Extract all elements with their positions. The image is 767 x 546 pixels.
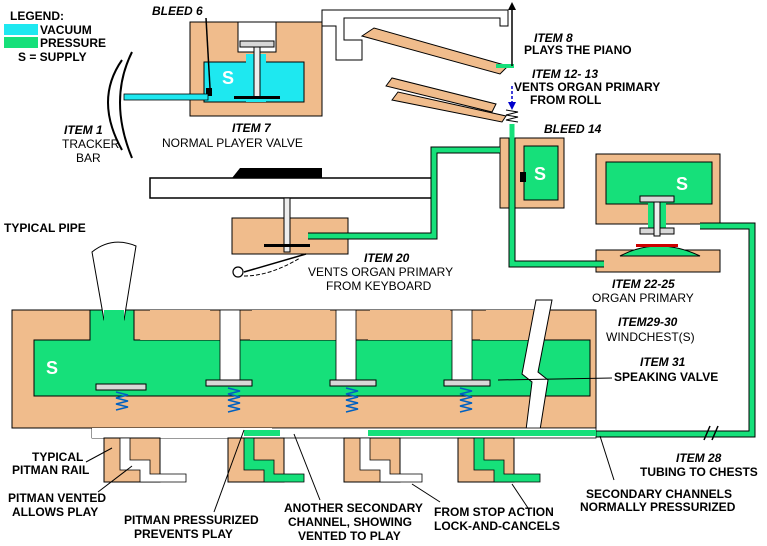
leader-lines [85, 377, 615, 513]
pitman-pressurized-line1: PITMAN PRESSURIZED [124, 513, 259, 527]
item1-title: ITEM 1 [64, 123, 103, 137]
item29-title: ITEM29-30 [618, 315, 678, 329]
pitman-rail-line1: TYPICAL [32, 450, 83, 464]
item8-title: ITEM 8 [534, 31, 573, 45]
secondary-channels [91, 427, 597, 439]
item28-text: TUBING TO CHESTS [640, 465, 758, 479]
organ-primary: S ITEM 22-25 ORGAN PRIMARY [592, 153, 721, 305]
another-line2: CHANNEL, SHOWING [288, 515, 412, 529]
pitman-rail-line2: PITMAN RAIL [12, 463, 89, 477]
piano-key [149, 177, 437, 199]
item12-line2: FROM ROLL [530, 93, 601, 107]
item22-title: ITEM 22-25 [612, 277, 675, 291]
legend-pressure-swatch [4, 37, 38, 48]
pitman-pressurized-line2: PREVENTS PLAY [134, 527, 233, 541]
windchest-supply-s: S [46, 358, 58, 378]
stop-line1: FROM STOP ACTION [434, 505, 554, 519]
typical-pipe: TYPICAL PIPE [4, 221, 137, 340]
another-line1: ANOTHER SECONDARY [284, 501, 423, 515]
legend-title: LEGEND: [10, 9, 64, 23]
tubing-to-chests [540, 223, 755, 437]
pitman-vented-line2: ALLOWS PLAY [12, 505, 98, 519]
item8-text: PLAYS THE PIANO [524, 43, 632, 57]
item31-title: ITEM 31 [640, 355, 686, 369]
item1-line2: BAR [76, 151, 101, 165]
keyboard-pressure-tube [308, 147, 500, 239]
legend-vacuum-label: VACUUM [40, 23, 92, 37]
piano-action: ITEM 8 PLAYS THE PIANO ITEM 12- 13 VENTS… [321, 2, 660, 123]
tracker-vacuum-tube [123, 93, 209, 101]
legend-vacuum-swatch [4, 24, 38, 35]
item31-text: SPEAKING VALVE [614, 370, 718, 384]
pitman-vented-line1: PITMAN VENTED [8, 491, 106, 505]
another-line3: VENTED TO PLAY [298, 529, 401, 543]
item12-title: ITEM 12- 13 [532, 67, 598, 81]
windchest: S [11, 299, 597, 431]
legend-pressure-label: PRESSURE [40, 36, 106, 50]
secondary-line1: SECONDARY CHANNELS [586, 487, 732, 501]
item12-line1: VENTS ORGAN PRIMARY [514, 80, 660, 94]
primary-pressure-tube [509, 138, 604, 267]
typical-pipe-label: TYPICAL PIPE [4, 221, 86, 235]
item7-text: NORMAL PLAYER VALVE [162, 136, 303, 150]
player-valve-supply-s: S [222, 68, 234, 88]
keyboard-vent: ITEM 20 VENTS ORGAN PRIMARY FROM KEYBOAR… [149, 168, 453, 293]
item22-text: ORGAN PRIMARY [592, 291, 694, 305]
legend-supply-label: S = SUPPLY [18, 50, 87, 64]
normal-player-valve: S BLEED 6 ITEM 7 NORMAL PLAYER VALVE [152, 4, 323, 150]
bleed14-supply-s: S [534, 164, 546, 184]
item29-text: WINDCHEST(S) [606, 330, 695, 344]
item1-line1: TRACKER [62, 137, 120, 151]
bleed6-label: BLEED 6 [152, 4, 203, 18]
pitman-rails [103, 437, 541, 483]
secondary-line2: NORMALLY PRESSURIZED [580, 500, 736, 514]
item20-line2: FROM KEYBOARD [326, 279, 432, 293]
item7-title: ITEM 7 [232, 121, 272, 135]
organ-primary-supply-s: S [676, 174, 688, 194]
stop-line2: LOCK-AND-CANCELS [434, 519, 560, 533]
tracker-bar: ITEM 1 TRACKER BAR [62, 51, 133, 165]
item20-title: ITEM 20 [364, 251, 410, 265]
legend: LEGEND: VACUUM PRESSURE S = SUPPLY [4, 9, 106, 64]
item20-line1: VENTS ORGAN PRIMARY [308, 265, 453, 279]
item28-title: ITEM 28 [676, 451, 722, 465]
bleed14-label: BLEED 14 [544, 122, 602, 136]
